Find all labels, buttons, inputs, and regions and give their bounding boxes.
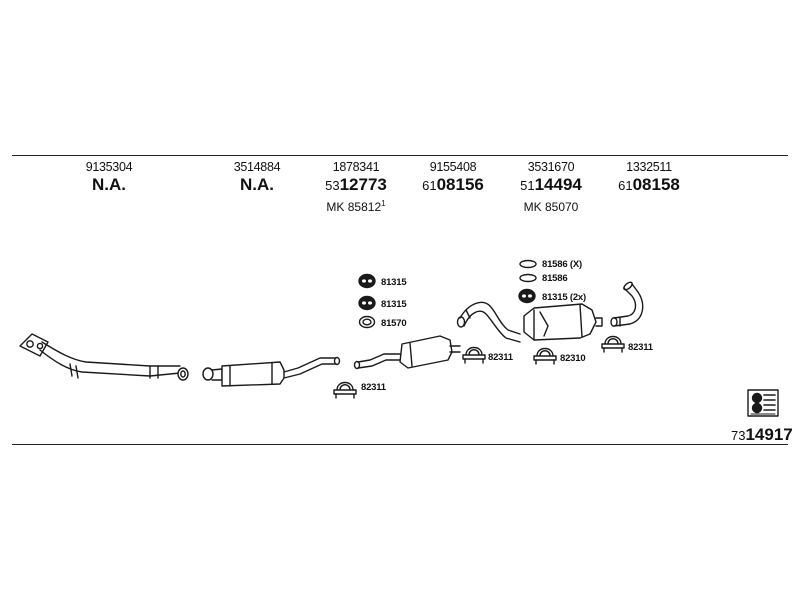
oem-reference: 1332511 xyxy=(626,160,672,174)
part-column-4: 9155408 6108156 xyxy=(398,160,508,196)
hardware-label: 82311 xyxy=(628,342,653,353)
oem-reference: 3514884 xyxy=(233,160,281,174)
part-column-6: 1332511 6108158 xyxy=(594,160,704,196)
part-column-5: 3531670 5114494 MK 85070 xyxy=(496,160,606,215)
rear-silencer-part xyxy=(523,303,603,341)
middle-silencer-part xyxy=(202,356,341,387)
mounting-kit-number: MK 858121 xyxy=(326,199,386,214)
oem-reference: 3531670 xyxy=(527,160,575,174)
top-rule xyxy=(12,155,788,156)
hardware-label: 81315 (2x) xyxy=(542,292,586,303)
hardware-label: 82310 xyxy=(560,353,586,364)
part-column-3: 1878341 5312773 MK 858121 xyxy=(301,160,411,215)
mounting-kit-number: MK 85070 xyxy=(523,200,579,214)
rubber-hanger-icon xyxy=(358,273,536,311)
hardware-label: 81586 xyxy=(542,273,568,284)
part-number: 6108156 xyxy=(422,175,484,194)
part-number: 6108158 xyxy=(618,175,680,194)
tail-pipe-part xyxy=(610,281,644,327)
manufacturer-logo-icon xyxy=(747,389,779,417)
part-number: N.A. xyxy=(92,175,126,194)
intermediate-silencer-part xyxy=(353,335,461,370)
hardware-label: 81570 xyxy=(381,318,407,329)
connecting-pipe-part xyxy=(456,301,521,343)
bottom-rule xyxy=(12,444,788,445)
part-number: 5312773 xyxy=(325,175,387,194)
hardware-label: 81586 (X) xyxy=(542,259,582,270)
part-column-2: 3514884 N.A. xyxy=(202,160,312,196)
kit-code: 7314917 xyxy=(731,425,793,444)
oem-reference: 9135304 xyxy=(85,160,133,174)
oem-reference: 1878341 xyxy=(332,160,380,174)
part-number: 5114494 xyxy=(520,175,582,194)
front-pipe-part xyxy=(19,333,189,381)
oem-reference: 9155408 xyxy=(429,160,477,174)
hardware-label: 81315 xyxy=(381,299,407,310)
pipe-clamp-icon xyxy=(333,335,625,399)
hardware-label: 81315 xyxy=(381,277,407,288)
part-column-1: 9135304 N.A. xyxy=(54,160,164,196)
hardware-label: 82311 xyxy=(361,382,386,393)
hardware-label: 82311 xyxy=(488,352,513,363)
o-ring-icon xyxy=(358,259,537,329)
part-number: N.A. xyxy=(240,175,274,194)
